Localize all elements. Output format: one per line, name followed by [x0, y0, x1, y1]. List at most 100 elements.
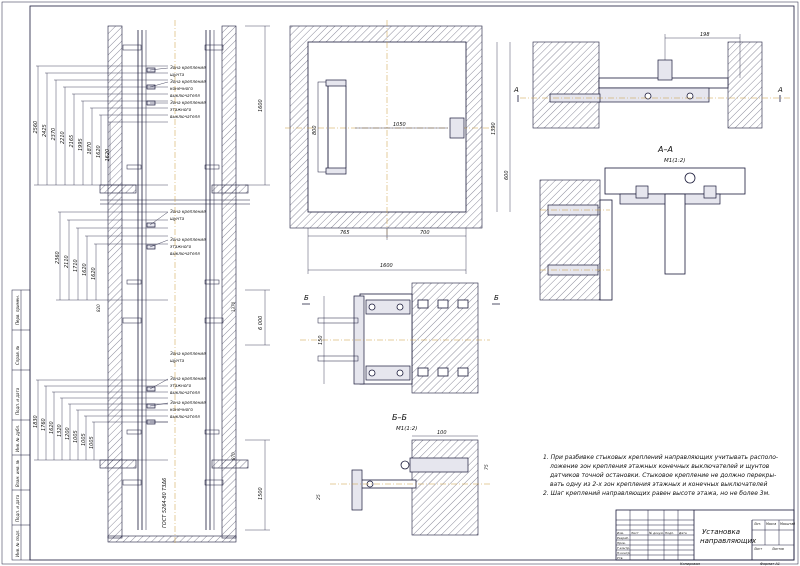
tb-col-mass: Масса	[766, 522, 776, 526]
gost-label: ГОСТ 5264-80 Т3Δ6	[162, 478, 168, 528]
section-aa-title: А–А	[657, 145, 673, 154]
elev-label-19: конечного	[170, 407, 193, 412]
dim-value-bot-5: 1005	[73, 430, 79, 443]
shaft-dim-top: 1600	[258, 99, 264, 112]
view-b-dim: 150	[318, 335, 324, 345]
section-bb: Б–Б М1(1:2) 100 75 25	[316, 413, 490, 536]
elev-label-7: выключателя	[170, 114, 200, 119]
section-letter-left: А	[513, 86, 519, 94]
strip-label-0: Перв. примен.	[15, 295, 20, 325]
elev-label-18: Зона крепления	[170, 400, 206, 405]
tb-col-sheet: Лист	[753, 547, 762, 551]
plan-dim-total: 1600	[380, 263, 393, 269]
elev-label-10: Зона крепления	[170, 237, 206, 242]
view-b-letter-left: Б	[304, 294, 309, 302]
dim-value-top-4: 2165	[69, 135, 75, 148]
elev-label-4: выключателя	[170, 93, 200, 98]
detail-top: 198 А А	[513, 32, 790, 129]
dim-value-bot-0: 1830	[33, 415, 39, 428]
dim-value-top-5: 1995	[78, 138, 84, 151]
elev-label-8: Зона крепления	[170, 209, 206, 214]
elev-label-1: щунта	[170, 72, 185, 77]
shaft-elevation: 1600 6 000 1500 1370 870 820 ГОСТ 5264-8…	[96, 20, 270, 545]
plan-dim-h3: 600	[504, 170, 510, 180]
tb-row-6: Утв.	[617, 556, 623, 560]
dim-value-top-1: 2425	[42, 124, 48, 137]
dim-value-bot-1: 1760	[41, 418, 47, 431]
tb-row-5: Н.контр.	[617, 551, 630, 555]
left-strip: Перв. примен. Справ. № Подп. и дата Инв.…	[11, 289, 31, 561]
notes: 1. При разбивке стыковых креплений напра…	[543, 454, 778, 497]
strip-label-5: Подп. и дата	[15, 494, 20, 522]
dim-value-top-6: 1870	[87, 142, 93, 155]
tb-row-4: Т.контр.	[617, 546, 630, 550]
note-line-3: вать одну из 2-х зон крепления этажных и…	[550, 481, 767, 488]
note-line-2: датчиков точной остановки. Стыковое креп…	[549, 472, 776, 479]
section-bb-dim1: 100	[437, 430, 447, 436]
tb-title-1: Установка	[702, 528, 740, 536]
strip-label-6: Инв. № подл.	[15, 529, 20, 557]
title-block: Установка направляющих Лит. Масса Масшта…	[615, 509, 795, 566]
elev-label-13: Зона крепления	[170, 351, 206, 356]
plan-dim-w1: 765	[340, 230, 350, 236]
strip-label-4: Взам. инв. №	[15, 460, 20, 487]
elev-label-15: Зона крепления	[170, 376, 206, 381]
shaft-small-dim-1: 870	[231, 452, 236, 460]
note-line-4: 2. Шаг креплений направляющих равен высо…	[543, 490, 770, 497]
dim-value-top-2: 2370	[51, 128, 57, 141]
dim-value-top-3: 2210	[60, 131, 66, 144]
dim-value-bot-3: 1320	[57, 424, 63, 437]
section-letter-right: А	[777, 86, 783, 94]
tb-col-sheets: Листов	[771, 547, 784, 551]
tb-col-date: Дата	[678, 531, 687, 535]
dim-value-top-7: 1620	[96, 145, 102, 158]
tb-title-2: направляющих	[700, 537, 757, 545]
plan-view: 1050 765 700 1600 1390 600 800	[285, 20, 511, 274]
dim-value-mid-3: 1620	[82, 263, 88, 276]
shaft-small-dim-0: 1370	[231, 301, 236, 312]
dim-value-mid-0: 2360	[55, 251, 61, 264]
view-b-letter-right: Б	[494, 294, 499, 302]
strip-label-1: Справ. №	[15, 346, 20, 365]
section-bb-dim2: 75	[484, 464, 490, 470]
section-bb-dim3: 25	[316, 494, 322, 500]
plan-dim-w2: 700	[420, 230, 430, 236]
note-line-1: ложение зон крепления этажных конечных в…	[549, 463, 770, 470]
plan-dim-h1: 800	[312, 125, 318, 135]
plan-dim-inner: 1050	[393, 122, 406, 128]
tb-row-1: Лист	[630, 531, 639, 535]
dim-value-top-0: 2560	[33, 121, 39, 134]
detail-top-dim: 198	[700, 32, 710, 38]
tb-format: Формат A1	[760, 562, 780, 566]
dim-value-mid-1: 2110	[64, 255, 70, 268]
elev-label-2: Зона крепления	[170, 79, 206, 84]
tb-col-sign: Подп.	[665, 531, 674, 535]
elev-label-3: конечного	[170, 86, 193, 91]
elev-label-16: этажного	[170, 383, 192, 388]
elev-label-6: этажного	[170, 107, 192, 112]
inner-frame	[29, 5, 795, 561]
elev-label-12: выключателя	[170, 251, 200, 256]
section-bb-title: Б–Б	[392, 413, 407, 422]
elev-label-17: выключателя	[170, 390, 200, 395]
strip-label-2: Подп. и дата	[15, 387, 20, 415]
dim-value-mid-2: 1710	[73, 259, 79, 272]
elev-label-20: выключателя	[170, 414, 200, 419]
elev-label-0: Зона крепления	[170, 65, 206, 70]
tb-row-3: Пров.	[617, 541, 626, 545]
dim-value-bot-4: 1200	[65, 427, 71, 440]
elev-label-14: щунта	[170, 358, 185, 363]
dim-value-bot-6: 1005	[81, 433, 87, 446]
section-aa: А–А М1(1:2)	[539, 145, 746, 301]
note-line-0: 1. При разбивке стыковых креплений напра…	[543, 454, 778, 461]
dim-value-top-8: 1620	[105, 149, 111, 162]
elev-label-11: этажного	[170, 244, 192, 249]
shaft-dim-bot: 1500	[258, 487, 264, 500]
dim-value-bot-7: 1005	[89, 436, 95, 449]
tb-col-scale: Масштаб	[780, 522, 795, 526]
elevation-annotations: Зона крепления щунта Зона крепления коне…	[149, 65, 206, 423]
